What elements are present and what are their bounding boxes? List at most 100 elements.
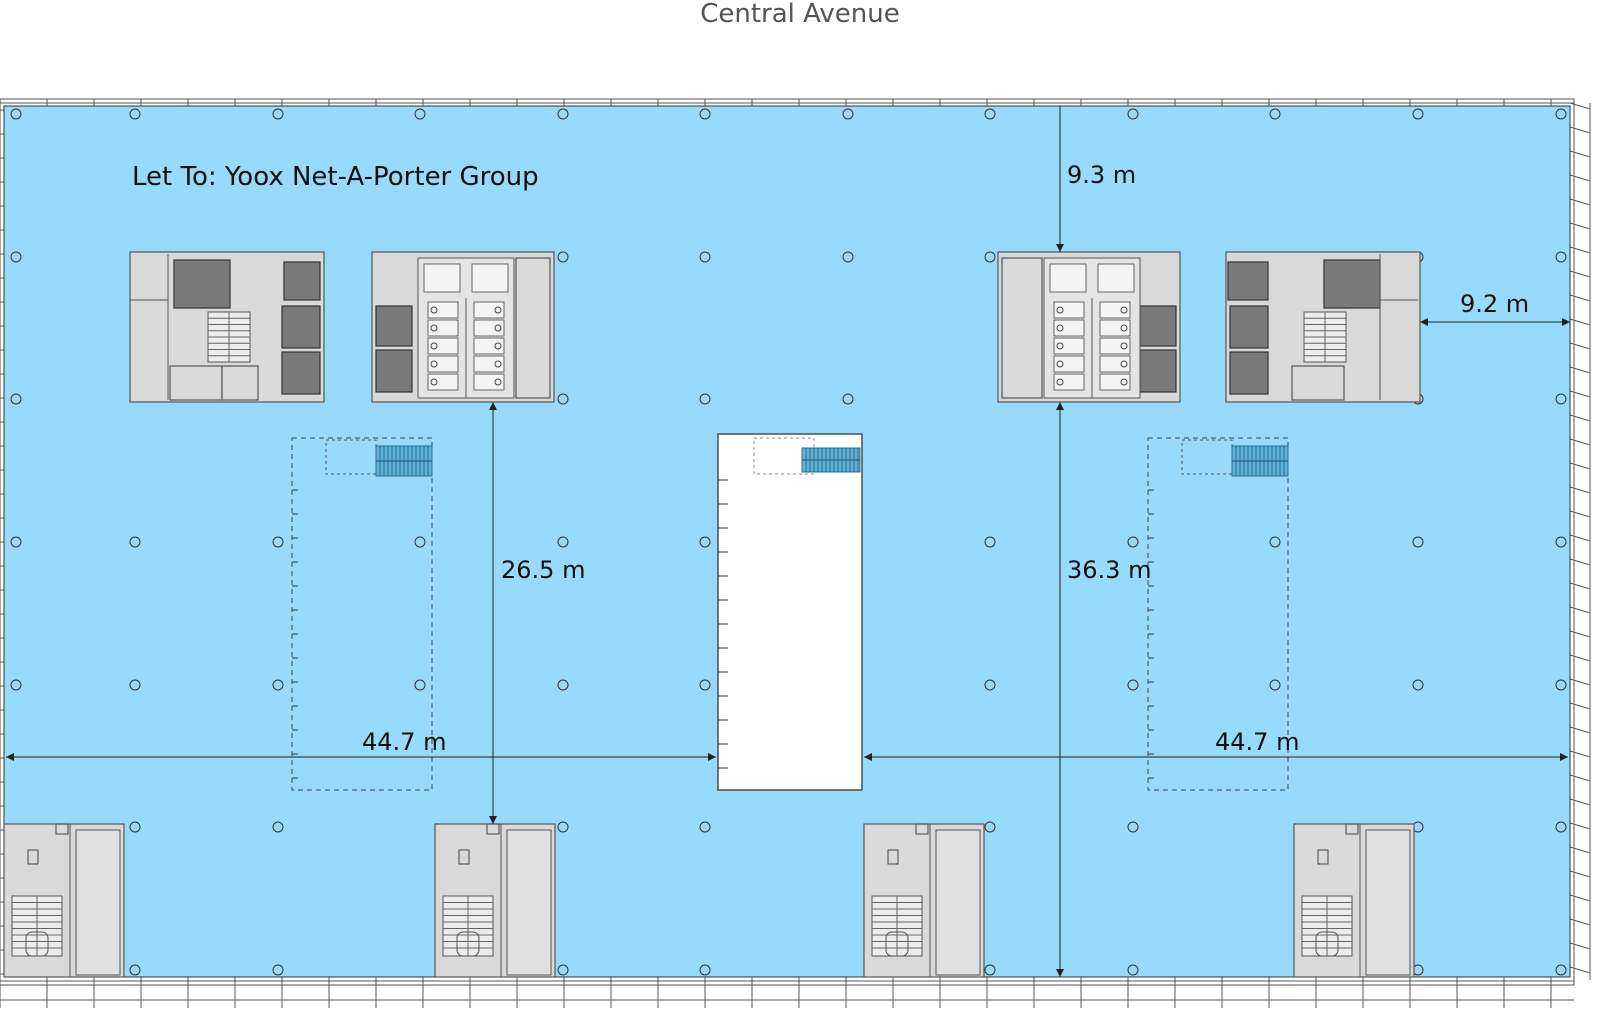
column-marker-icon [984,251,996,263]
column-marker-icon [984,821,996,833]
column-marker-icon [699,393,711,405]
column-marker-icon [1555,821,1567,833]
lift-icon [173,259,231,309]
column-marker-icon [1555,393,1567,405]
column-marker-icon [1127,679,1139,691]
stair-icon [1301,895,1353,957]
column-marker-icon [1555,679,1567,691]
column-marker-icon [272,108,284,120]
column-grid [10,108,1567,976]
lower-stair-cores [3,823,1415,978]
lift-icon [1229,305,1269,349]
tenant-label: Let To: Yoox Net-A-Porter Group [132,162,539,192]
column-marker-icon [1412,108,1424,120]
column-marker-icon [984,679,996,691]
wc-icon [1043,257,1141,399]
column-marker-icon [414,108,426,120]
column-marker-icon [699,821,711,833]
column-marker-icon [557,821,569,833]
dim-label-west-span: 44.7 m [362,728,446,756]
column-marker-icon [557,251,569,263]
column-marker-icon [1127,964,1139,976]
column-marker-icon [10,536,22,548]
lower-stair-core [1293,823,1415,978]
column-marker-icon [984,964,996,976]
column-marker-icon [129,964,141,976]
column-marker-icon [1555,964,1567,976]
wc-icon [417,257,515,399]
column-marker-icon [699,536,711,548]
column-marker-icon [699,108,711,120]
column-marker-icon [557,964,569,976]
column-marker-icon [699,964,711,976]
column-marker-icon [10,108,22,120]
column-marker-icon [557,108,569,120]
west-wc-core [371,251,555,403]
column-marker-icon [10,251,22,263]
dim-label-west-depth: 26.5 m [501,556,585,584]
dim-label-east-core: 9.2 m [1460,290,1529,318]
stair-icon [325,439,433,477]
column-marker-icon [272,536,284,548]
lift-icon [1229,351,1269,395]
lift-icon [281,351,321,395]
stair-icon [442,895,494,957]
column-marker-icon [699,251,711,263]
west-atrium-outline [291,437,433,791]
column-marker-icon [984,536,996,548]
stair-icon [1303,311,1347,363]
east-lift-stair-core [1225,251,1421,403]
lift-icon [1227,261,1269,301]
street-label: Central Avenue [700,0,900,29]
lower-stair-core [863,823,985,978]
column-marker-icon [557,679,569,691]
lift-icon [1323,259,1381,309]
dim-label-top-core: 9.3 m [1067,161,1136,189]
column-marker-icon [1555,536,1567,548]
column-marker-icon [1555,108,1567,120]
column-marker-icon [1269,679,1281,691]
column-marker-icon [10,679,22,691]
column-marker-icon [1412,536,1424,548]
lift-icon [375,349,413,393]
lift-icon [375,305,413,347]
column-marker-icon [1269,108,1281,120]
column-marker-icon [414,679,426,691]
column-marker-icon [1127,536,1139,548]
column-marker-icon [1269,536,1281,548]
column-marker-icon [1412,679,1424,691]
stair-icon [871,895,923,957]
column-marker-icon [272,821,284,833]
column-marker-icon [1555,251,1567,263]
lift-icon [281,305,321,349]
column-marker-icon [10,393,22,405]
dim-label-east-span: 44.7 m [1215,728,1299,756]
lift-icon [1139,305,1177,347]
central-void [292,433,1154,791]
lower-stair-core [3,823,125,978]
column-marker-icon [699,679,711,691]
lower-stair-core [434,823,556,978]
stair-icon [801,447,861,473]
column-marker-icon [129,108,141,120]
column-marker-icon [842,108,854,120]
column-marker-icon [129,821,141,833]
lift-icon [1139,349,1177,393]
stair-icon [1181,439,1289,477]
dimension-lines [6,106,1570,977]
column-marker-icon [842,393,854,405]
column-marker-icon [272,679,284,691]
column-marker-icon [272,964,284,976]
column-marker-icon [842,251,854,263]
east-atrium-outline [1147,437,1289,791]
column-marker-icon [557,393,569,405]
west-lift-stair-core [129,251,325,403]
column-marker-icon [1127,821,1139,833]
facade [0,98,1591,1008]
column-marker-icon [414,536,426,548]
column-marker-icon [129,536,141,548]
east-wc-core [997,251,1181,403]
column-marker-icon [129,679,141,691]
column-marker-icon [1127,108,1139,120]
